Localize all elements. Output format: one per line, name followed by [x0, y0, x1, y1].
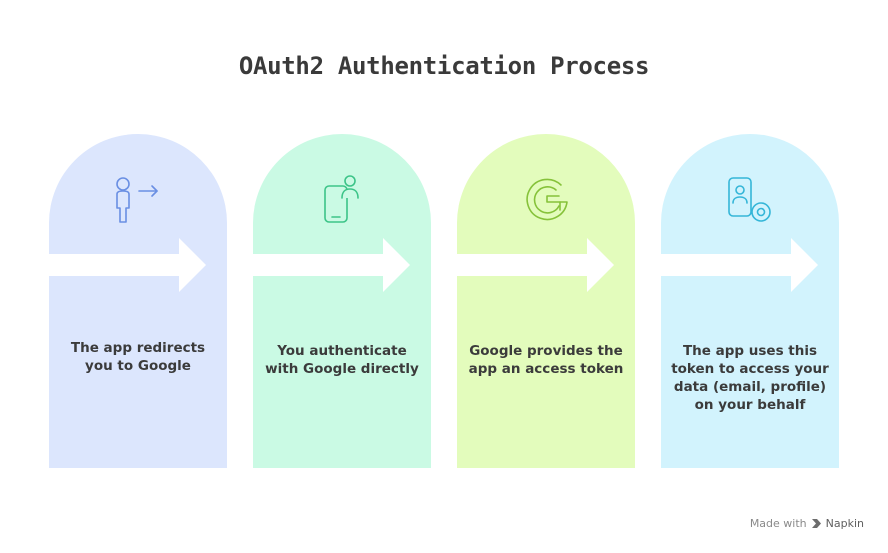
step-text-2: You authenticate with Google directly: [265, 343, 419, 377]
flow-arrow-3: [457, 238, 614, 292]
step-text-4: The app uses this token to access your d…: [671, 343, 829, 413]
flow-arrow-4: [661, 238, 818, 292]
step-card-2: You authenticate with Google directly: [253, 134, 431, 468]
flow-arrow-2: [253, 238, 410, 292]
google-logo-icon: [526, 178, 568, 221]
flow-arrow-1: [49, 238, 206, 292]
diagram-title: OAuth2 Authentication Process: [238, 52, 650, 80]
user-redirect-icon: [116, 177, 158, 223]
step-card-4: The app uses this token to access your d…: [661, 134, 839, 468]
napkin-watermark: Made with Napkin: [750, 517, 864, 530]
napkin-logo-icon: [811, 519, 821, 528]
watermark-brand: Napkin: [825, 517, 864, 530]
step-card-1: The app redirects you to Google: [49, 134, 227, 468]
step-text-1: The app redirects you to Google: [70, 340, 206, 374]
step-text-3: Google provides the app an access token: [468, 343, 624, 377]
watermark-prefix: Made with: [749, 517, 807, 530]
profile-settings-icon: [728, 177, 771, 222]
phone-user-icon: [324, 175, 359, 223]
step-card-3: Google provides the app an access token: [457, 134, 635, 468]
